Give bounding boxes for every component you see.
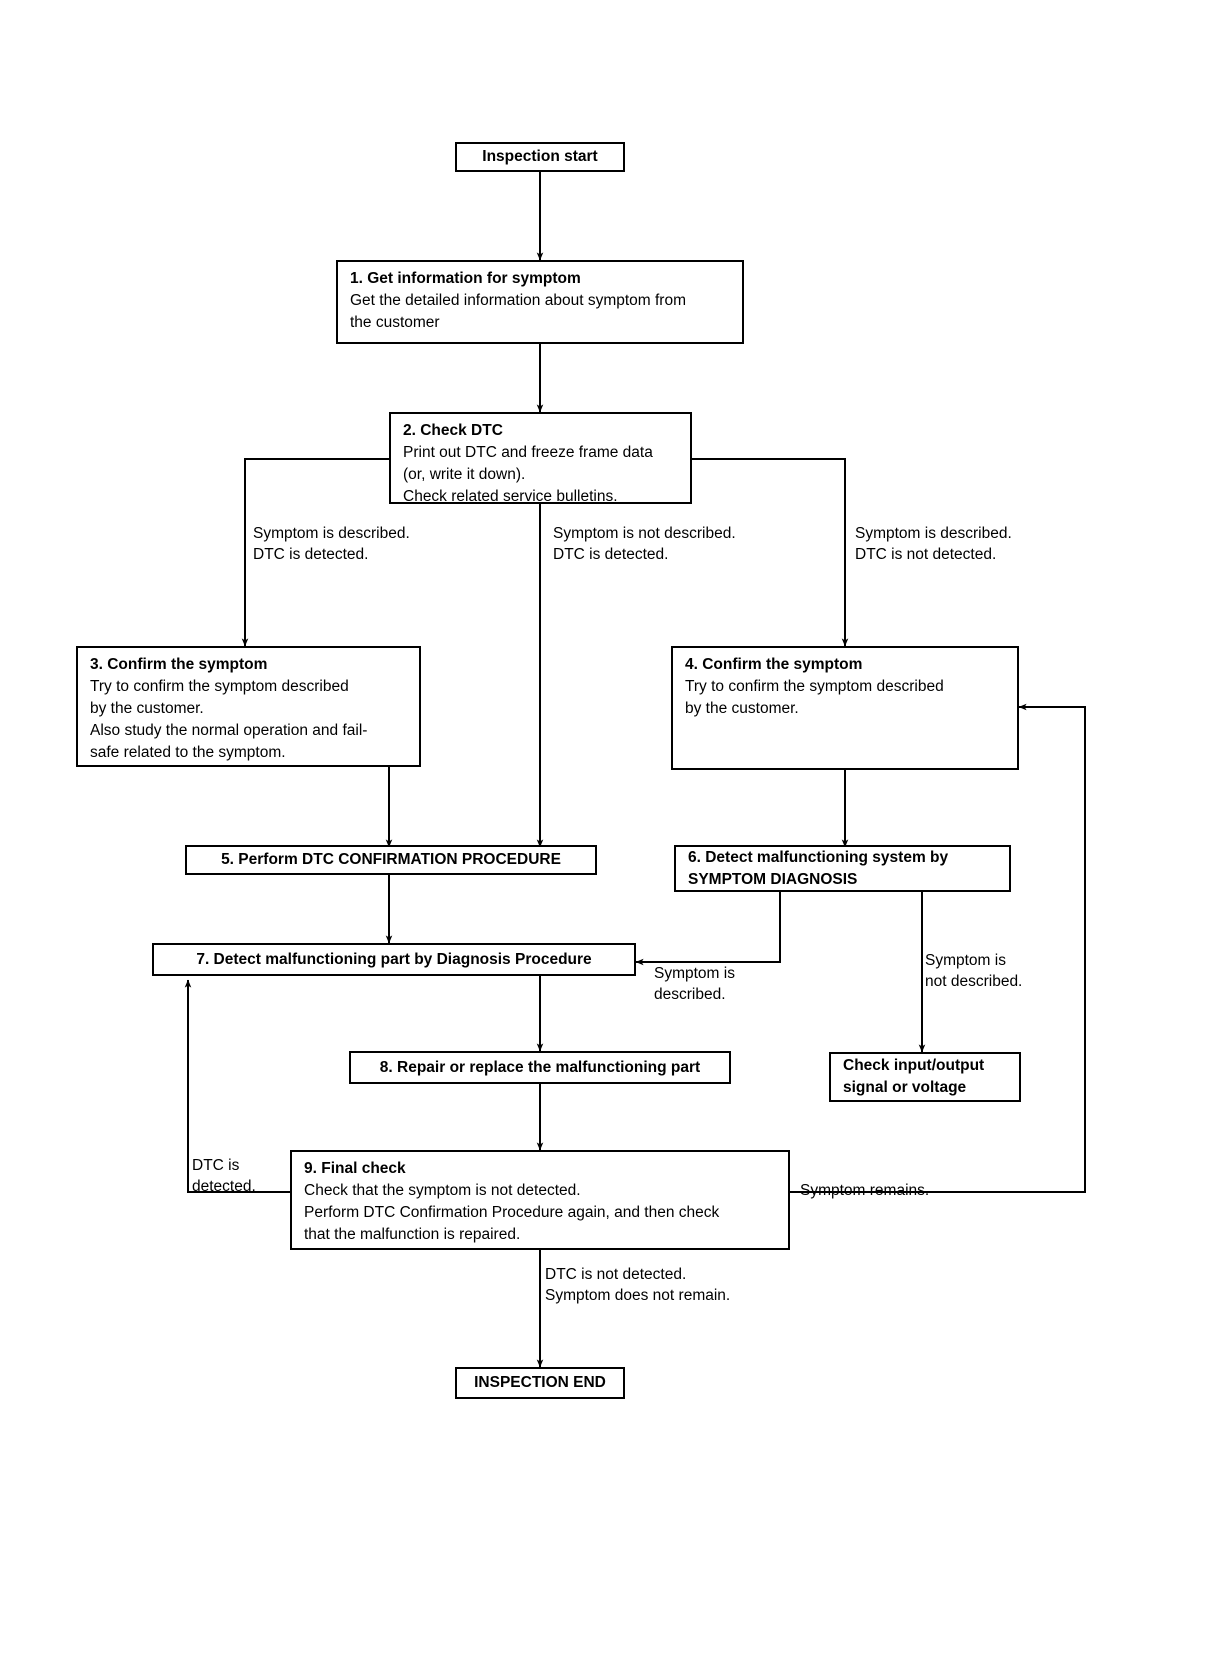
node-step-5[interactable]: 5. Perform DTC CONFIRMATION PROCEDURE [185, 845, 597, 875]
node-title: 8. Repair or replace the malfunctioning … [379, 1058, 701, 1076]
node-title: Inspection start [482, 148, 598, 165]
node-line: Check related service bulletins. [403, 488, 618, 505]
node-line: Print out DTC and freeze frame data [403, 444, 653, 461]
node-line: Try to confirm the symptom described [90, 678, 349, 695]
node-step-8[interactable]: 8. Repair or replace the malfunctioning … [349, 1051, 731, 1084]
edge-label-5: Symptom is not described. [925, 952, 1023, 991]
node-line: the customer [350, 314, 440, 331]
node-line: Also study the normal operation and fail… [90, 722, 368, 739]
node-line: Perform DTC Confirmation Procedure again… [304, 1204, 720, 1221]
edge-label-7: Symptom remains. [800, 1182, 930, 1199]
node-title: Check input/output [843, 1057, 985, 1074]
edge-label-2: Symptom is not described. DTC is detecte… [553, 525, 736, 564]
node-step-3[interactable]: 3. Confirm the symptom Try to confirm th… [76, 646, 421, 767]
node-title: 5. Perform DTC CONFIRMATION PROCEDURE [221, 851, 561, 868]
node-line: that the malfunction is repaired. [304, 1226, 521, 1243]
node-line: safe related to the symptom. [90, 744, 286, 761]
node-check-input-output[interactable]: Check input/output signal or voltage [829, 1052, 1021, 1102]
node-title: 2. Check DTC [403, 422, 503, 439]
node-title: 1. Get information for symptom [350, 270, 581, 287]
node-line: SYMPTOM DIAGNOSIS [688, 870, 858, 888]
edge-label-3: Symptom is described. DTC is not detecte… [855, 525, 1012, 564]
node-inspection-start[interactable]: Inspection start [455, 142, 625, 172]
edge-label-1: Symptom is described. DTC is detected. [253, 525, 410, 564]
node-title: INSPECTION END [474, 1374, 606, 1391]
node-line: Check that the symptom is not detected. [304, 1182, 581, 1199]
node-step-7[interactable]: 7. Detect malfunctioning part by Diagnos… [152, 943, 636, 976]
node-title: 6. Detect malfunctioning system by [688, 848, 949, 866]
node-line: (or, write it down). [403, 466, 526, 483]
node-line: signal or voltage [843, 1079, 967, 1096]
node-title: 4. Confirm the symptom [685, 656, 863, 673]
edge-label-6: DTC is detected. [192, 1157, 256, 1196]
node-step-1[interactable]: 1. Get information for symptom Get the d… [336, 260, 744, 344]
node-line: by the customer. [685, 700, 799, 717]
node-step-6[interactable]: 6. Detect malfunctioning system by SYMPT… [674, 845, 1011, 892]
node-title: 7. Detect malfunctioning part by Diagnos… [196, 950, 592, 968]
node-step-2[interactable]: 2. Check DTC Print out DTC and freeze fr… [389, 412, 692, 505]
node-line: by the customer. [90, 700, 204, 717]
node-inspection-end[interactable]: INSPECTION END [455, 1367, 625, 1399]
node-title: 3. Confirm the symptom [90, 656, 268, 673]
node-title: 9. Final check [304, 1160, 406, 1177]
node-step-4[interactable]: 4. Confirm the symptom Try to confirm th… [671, 646, 1019, 770]
edge-label-4: Symptom is described. [654, 965, 735, 1004]
edge-label-8: DTC is not detected. Symptom does not re… [545, 1266, 731, 1305]
node-step-9[interactable]: 9. Final check Check that the symptom is… [290, 1150, 790, 1250]
node-line: Try to confirm the symptom described [685, 678, 944, 695]
node-line: Get the detailed information about sympt… [350, 292, 686, 309]
